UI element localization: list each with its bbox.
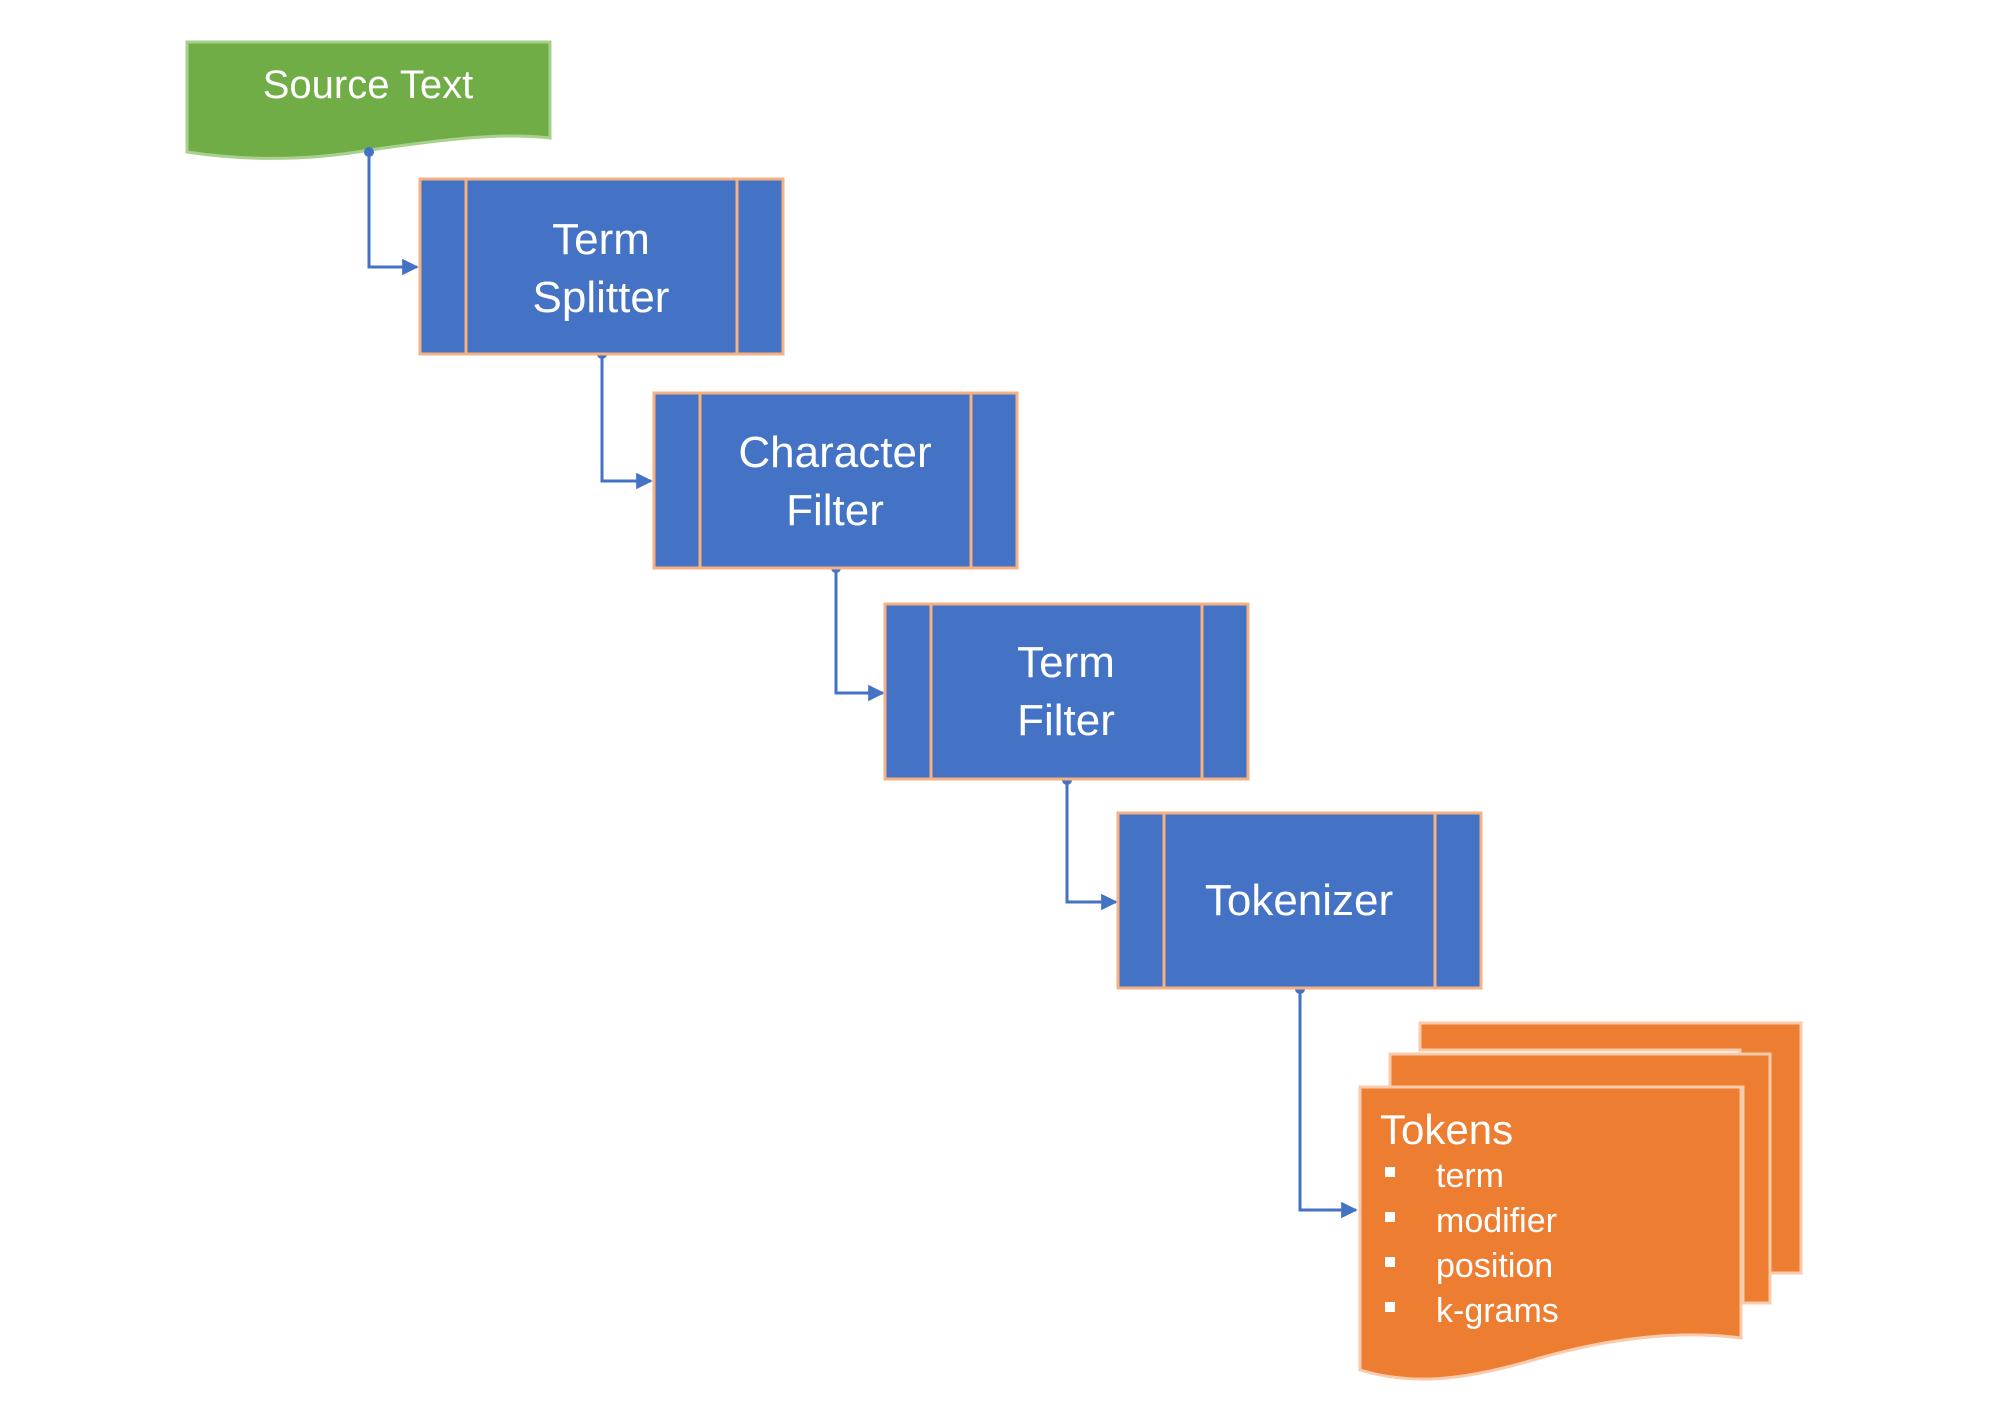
process-label-line1: Term (1017, 638, 1115, 687)
tokens-front-page (1358, 1085, 1743, 1381)
process-term-filter: Term Filter (883, 602, 1250, 781)
tokens-list-item: modifier (1436, 1202, 1557, 1240)
bullet-icon (1385, 1257, 1395, 1267)
tokens-list: term modifier position k-grams (1385, 1157, 1559, 1330)
connector-term-filter-to-tokenizer (1065, 780, 1118, 911)
tokens-list-item: position (1436, 1247, 1553, 1285)
tokens-list-item: k-grams (1436, 1292, 1559, 1330)
process-label-line2: Filter (1017, 696, 1115, 745)
process-term-splitter: Term Splitter (418, 177, 785, 356)
process-box (1116, 811, 1483, 990)
tokens-title: Tokens (1380, 1106, 1513, 1153)
process-box (883, 602, 1250, 781)
tokens-list-item: term (1436, 1157, 1504, 1195)
process-box (418, 177, 785, 356)
bullet-icon (1385, 1167, 1395, 1177)
connector-character-filter-to-term-filter (834, 568, 885, 702)
process-character-filter: Character Filter (652, 391, 1019, 570)
tokens-multidocument: Tokens term modifier position k-grams (1358, 1021, 1803, 1381)
connector-tokenizer-to-tokens (1298, 989, 1358, 1219)
process-label-line1: Term (552, 215, 650, 264)
bullet-icon (1385, 1212, 1395, 1222)
process-label-line2: Splitter (533, 273, 670, 322)
connector-source-to-term-splitter (367, 152, 419, 276)
process-label-line2: Filter (786, 486, 884, 535)
source-text-node: Source Text (185, 40, 552, 160)
process-label-line1: Tokenizer (1205, 876, 1393, 925)
bullet-icon (1385, 1302, 1395, 1312)
process-label-line1: Character (738, 428, 931, 477)
source-text-label: Source Text (263, 63, 474, 107)
connector-dot (364, 147, 374, 157)
connector-term-splitter-to-character-filter (600, 354, 653, 490)
process-tokenizer: Tokenizer (1116, 811, 1483, 990)
process-box (652, 391, 1019, 570)
